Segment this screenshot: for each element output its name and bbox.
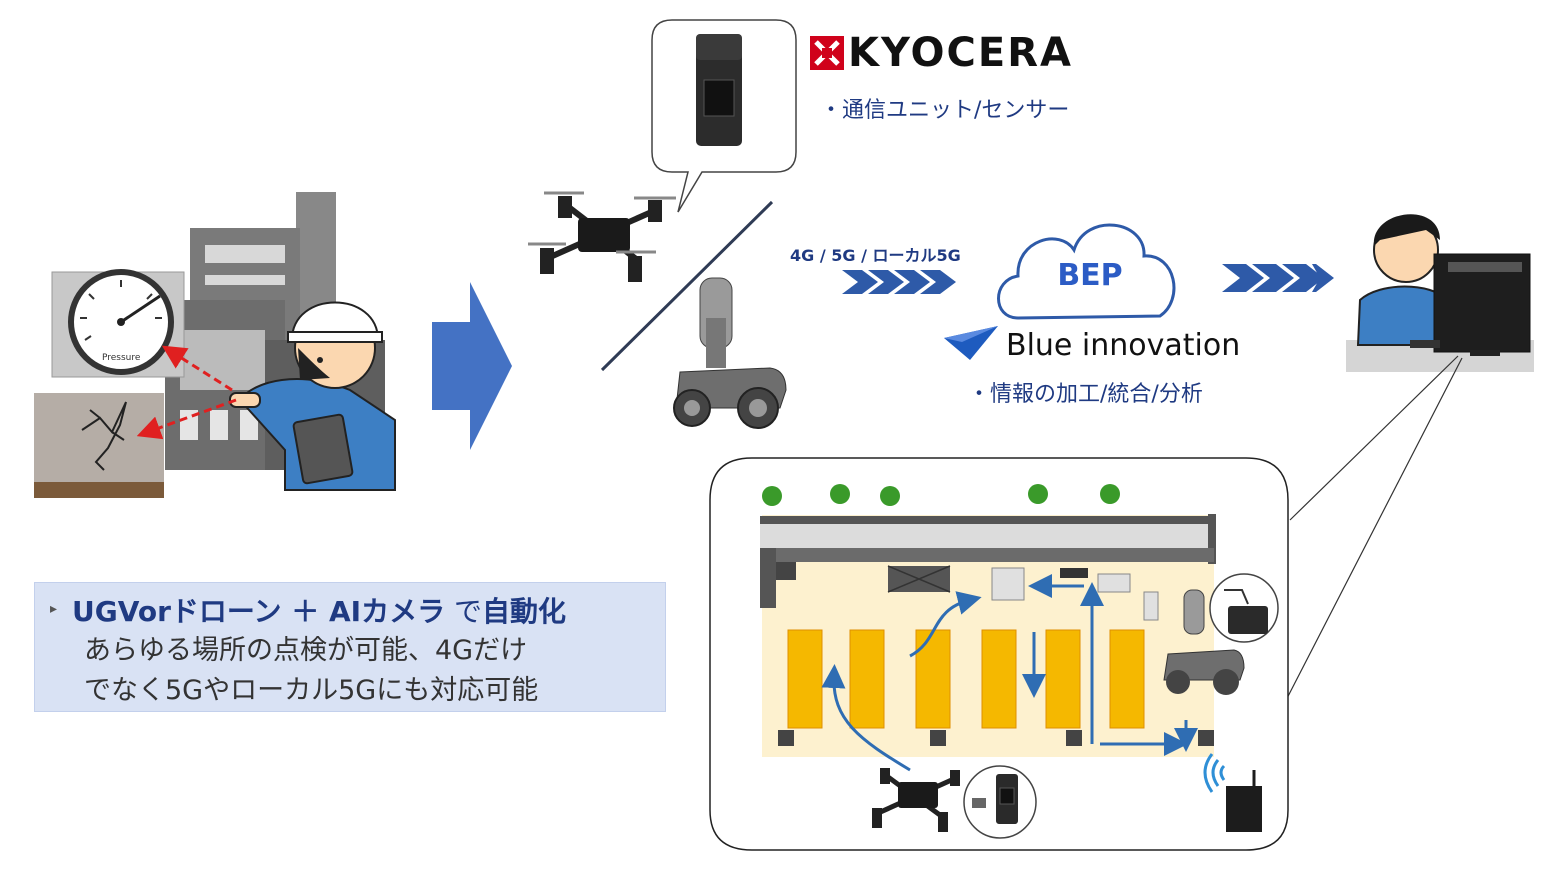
storage-shelves xyxy=(778,629,1214,746)
bullet-icon: ▸ xyxy=(50,601,58,617)
drone-sensor-badge-icon xyxy=(963,765,1037,839)
base-station-icon xyxy=(1203,753,1262,832)
bep-cloud-label: BEP xyxy=(1057,258,1123,293)
kyocera-subtitle: ・通信ユニット/センサー xyxy=(820,98,1070,123)
network-label: 4G / 5G / ローカル5G xyxy=(790,246,961,265)
operator-at-monitor-icon xyxy=(1346,214,1534,372)
summary-box xyxy=(34,582,666,712)
bep-cloud-icon xyxy=(997,223,1176,320)
trees-row xyxy=(762,484,1120,506)
pressure-gauge-icon: Pressure xyxy=(51,269,185,378)
inspection-pointer-arrows xyxy=(136,345,237,440)
sensor-callout-bubble xyxy=(651,19,797,213)
drone-icon xyxy=(528,191,676,282)
headline-part-3: 自動化 xyxy=(482,595,567,628)
ugv-robot-icon xyxy=(673,277,787,429)
kyocera-logo-text: KYOCERA xyxy=(848,30,1073,76)
transition-arrow-icon xyxy=(432,282,512,450)
floorplan-drone-icon xyxy=(872,768,960,832)
inspector-worker-icon xyxy=(229,301,396,491)
network-chevrons-icon xyxy=(842,270,956,294)
summary-headline: UGVorドローン ＋ AIカメラ で自動化 xyxy=(72,590,566,630)
blue-innovation-name: Blue innovation xyxy=(1006,328,1241,363)
zoom-connector-lines xyxy=(1281,355,1463,709)
cracked-wall-icon xyxy=(34,393,164,498)
summary-line-1: あらゆる場所の点検が可能、4Gだけ xyxy=(84,635,528,666)
kyocera-logo-icon xyxy=(810,36,844,70)
summary-line-2: でなく5Gやローカル5Gにも対応可能 xyxy=(84,675,539,706)
gauge-label: Pressure xyxy=(102,353,141,363)
blue-innovation-subtitle: ・情報の加工/統合/分析 xyxy=(968,382,1203,407)
or-divider-line xyxy=(600,200,774,372)
headline-part-2: で xyxy=(445,595,482,628)
floorplan-ugv-icon xyxy=(1163,589,1245,695)
output-chevrons-icon xyxy=(1222,264,1334,292)
headline-part-1: UGVorドローン ＋ AIカメラ xyxy=(72,595,446,628)
ugv-sensor-badge-icon xyxy=(1209,573,1279,643)
blue-innovation-logo-icon xyxy=(944,326,998,360)
patrol-route-arrows xyxy=(821,574,1198,772)
